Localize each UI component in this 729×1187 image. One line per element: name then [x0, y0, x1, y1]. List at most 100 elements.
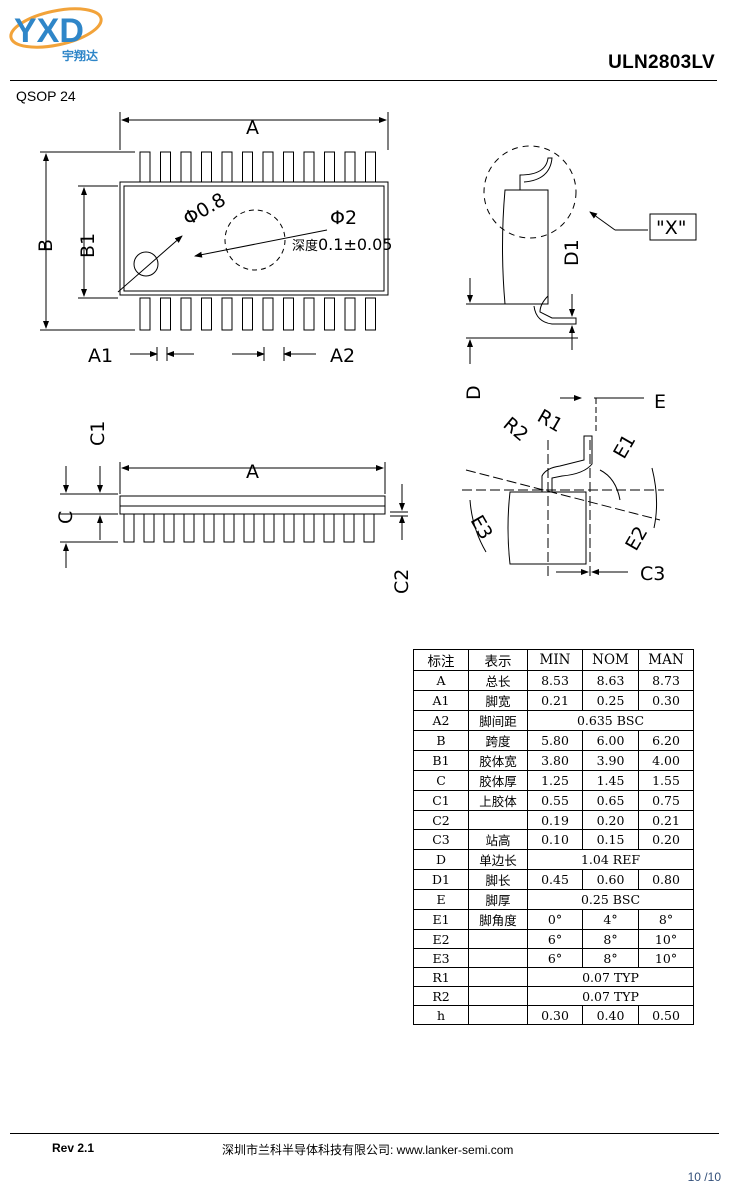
- pin: [283, 513, 295, 543]
- pin: [324, 151, 335, 183]
- pin: [343, 513, 355, 543]
- table-cell: [468, 967, 528, 987]
- table-cell: 1.45: [582, 770, 639, 791]
- table-cell: 上胶体: [468, 790, 528, 811]
- table-cell: C1: [413, 790, 469, 811]
- pin: [201, 297, 212, 331]
- table-cell: 0.21: [527, 690, 583, 711]
- part-number: ULN2803LV: [608, 52, 715, 73]
- end-view-lower-body: [507, 491, 587, 565]
- table-cell: 总长: [468, 670, 528, 691]
- table-cell: 3.90: [582, 750, 639, 771]
- pin: [323, 513, 335, 543]
- top-view-body: [119, 181, 389, 296]
- table-cell: [468, 929, 528, 949]
- table-cell: R2: [413, 986, 469, 1006]
- pin: [283, 297, 294, 331]
- table-cell: 1.04 REF: [527, 849, 694, 870]
- pin: [365, 297, 376, 331]
- dim-label-c2: C2: [391, 569, 413, 594]
- table-cell: 0.25 BSC: [527, 889, 694, 910]
- table-cell: 脚角度: [468, 909, 528, 930]
- dim-label-d1: D1: [561, 239, 583, 266]
- package-drawing: A A A1 A2 B B1 C C1 C2 C3 D D1 E E1 E2 E…: [35, 112, 697, 594]
- table-cell: 8°: [582, 948, 639, 968]
- table-cell: 4°: [582, 909, 639, 930]
- pin: [243, 513, 255, 543]
- dim-label-e3: E3: [466, 512, 497, 544]
- table-cell: A1: [413, 690, 469, 711]
- side-view-pins: [123, 513, 375, 543]
- company-line: 深圳市兰科半导体科技有限公司: www.lanker-semi.com: [222, 1143, 514, 1157]
- table-cell: B1: [413, 750, 469, 771]
- table-cell: 0.45: [527, 869, 583, 890]
- table-cell: 6.20: [638, 730, 694, 751]
- pin: [163, 513, 175, 543]
- pin: [201, 151, 212, 183]
- pin: [221, 151, 233, 183]
- table-cell: 胶体厚: [468, 770, 528, 791]
- table-cell: 0.80: [638, 869, 694, 890]
- company-logo: YXD 宇翔达: [9, 7, 103, 63]
- depth-note-cn: 深度: [292, 238, 318, 254]
- table-cell: 0.25: [582, 690, 639, 711]
- table-cell: 0.50: [638, 1005, 694, 1025]
- dim-label-a-side: A: [246, 461, 259, 483]
- table-cell: E2: [413, 929, 469, 949]
- dim-label-e2: E2: [621, 523, 652, 555]
- table-cell: C2: [413, 810, 469, 830]
- table-cell: C3: [413, 829, 469, 850]
- table-cell: 0.19: [527, 810, 583, 830]
- dim-label-e: E: [654, 391, 666, 413]
- dim-label-a1: A1: [88, 345, 113, 367]
- table-cell: 8.63: [582, 670, 639, 691]
- header-divider: [10, 80, 717, 81]
- table-cell: h: [413, 1005, 469, 1025]
- col-header-min: MIN: [527, 649, 583, 671]
- table-cell: E: [413, 889, 469, 910]
- table-cell: R1: [413, 967, 469, 987]
- table-cell: 脚宽: [468, 690, 528, 711]
- top-view-upper-pins: [139, 151, 376, 183]
- table-cell: B: [413, 730, 469, 751]
- pin: [139, 151, 151, 183]
- pin: [143, 513, 155, 543]
- table-cell: [468, 1005, 528, 1025]
- pin: [344, 151, 356, 183]
- dim-label-c1: C1: [87, 421, 109, 446]
- table-cell: E3: [413, 948, 469, 968]
- table-cell: A: [413, 670, 469, 691]
- dim-label-r2: R2: [499, 413, 533, 446]
- side-view-body: [119, 495, 386, 515]
- dim-label-r1: R1: [534, 405, 567, 437]
- pin: [303, 151, 315, 183]
- table-cell: 0.21: [638, 810, 694, 830]
- col-header-mark: 标注: [413, 649, 469, 671]
- pin: [221, 297, 233, 331]
- table-cell: 跨度: [468, 730, 528, 751]
- table-cell: 0.07 TYP: [527, 967, 694, 987]
- pin: [324, 297, 335, 331]
- col-header-meaning: 表示: [468, 649, 528, 671]
- table-cell: D1: [413, 869, 469, 890]
- pin: [303, 513, 315, 543]
- dim-label-b: B: [35, 239, 57, 252]
- pin: [303, 297, 315, 331]
- depth-note: 0.1±0.05: [318, 235, 392, 254]
- pin: [242, 297, 253, 331]
- dim-label-b1: B1: [77, 233, 99, 258]
- table-cell: 单边长: [468, 849, 528, 870]
- table-cell: 5.80: [527, 730, 583, 751]
- pin: [183, 513, 195, 543]
